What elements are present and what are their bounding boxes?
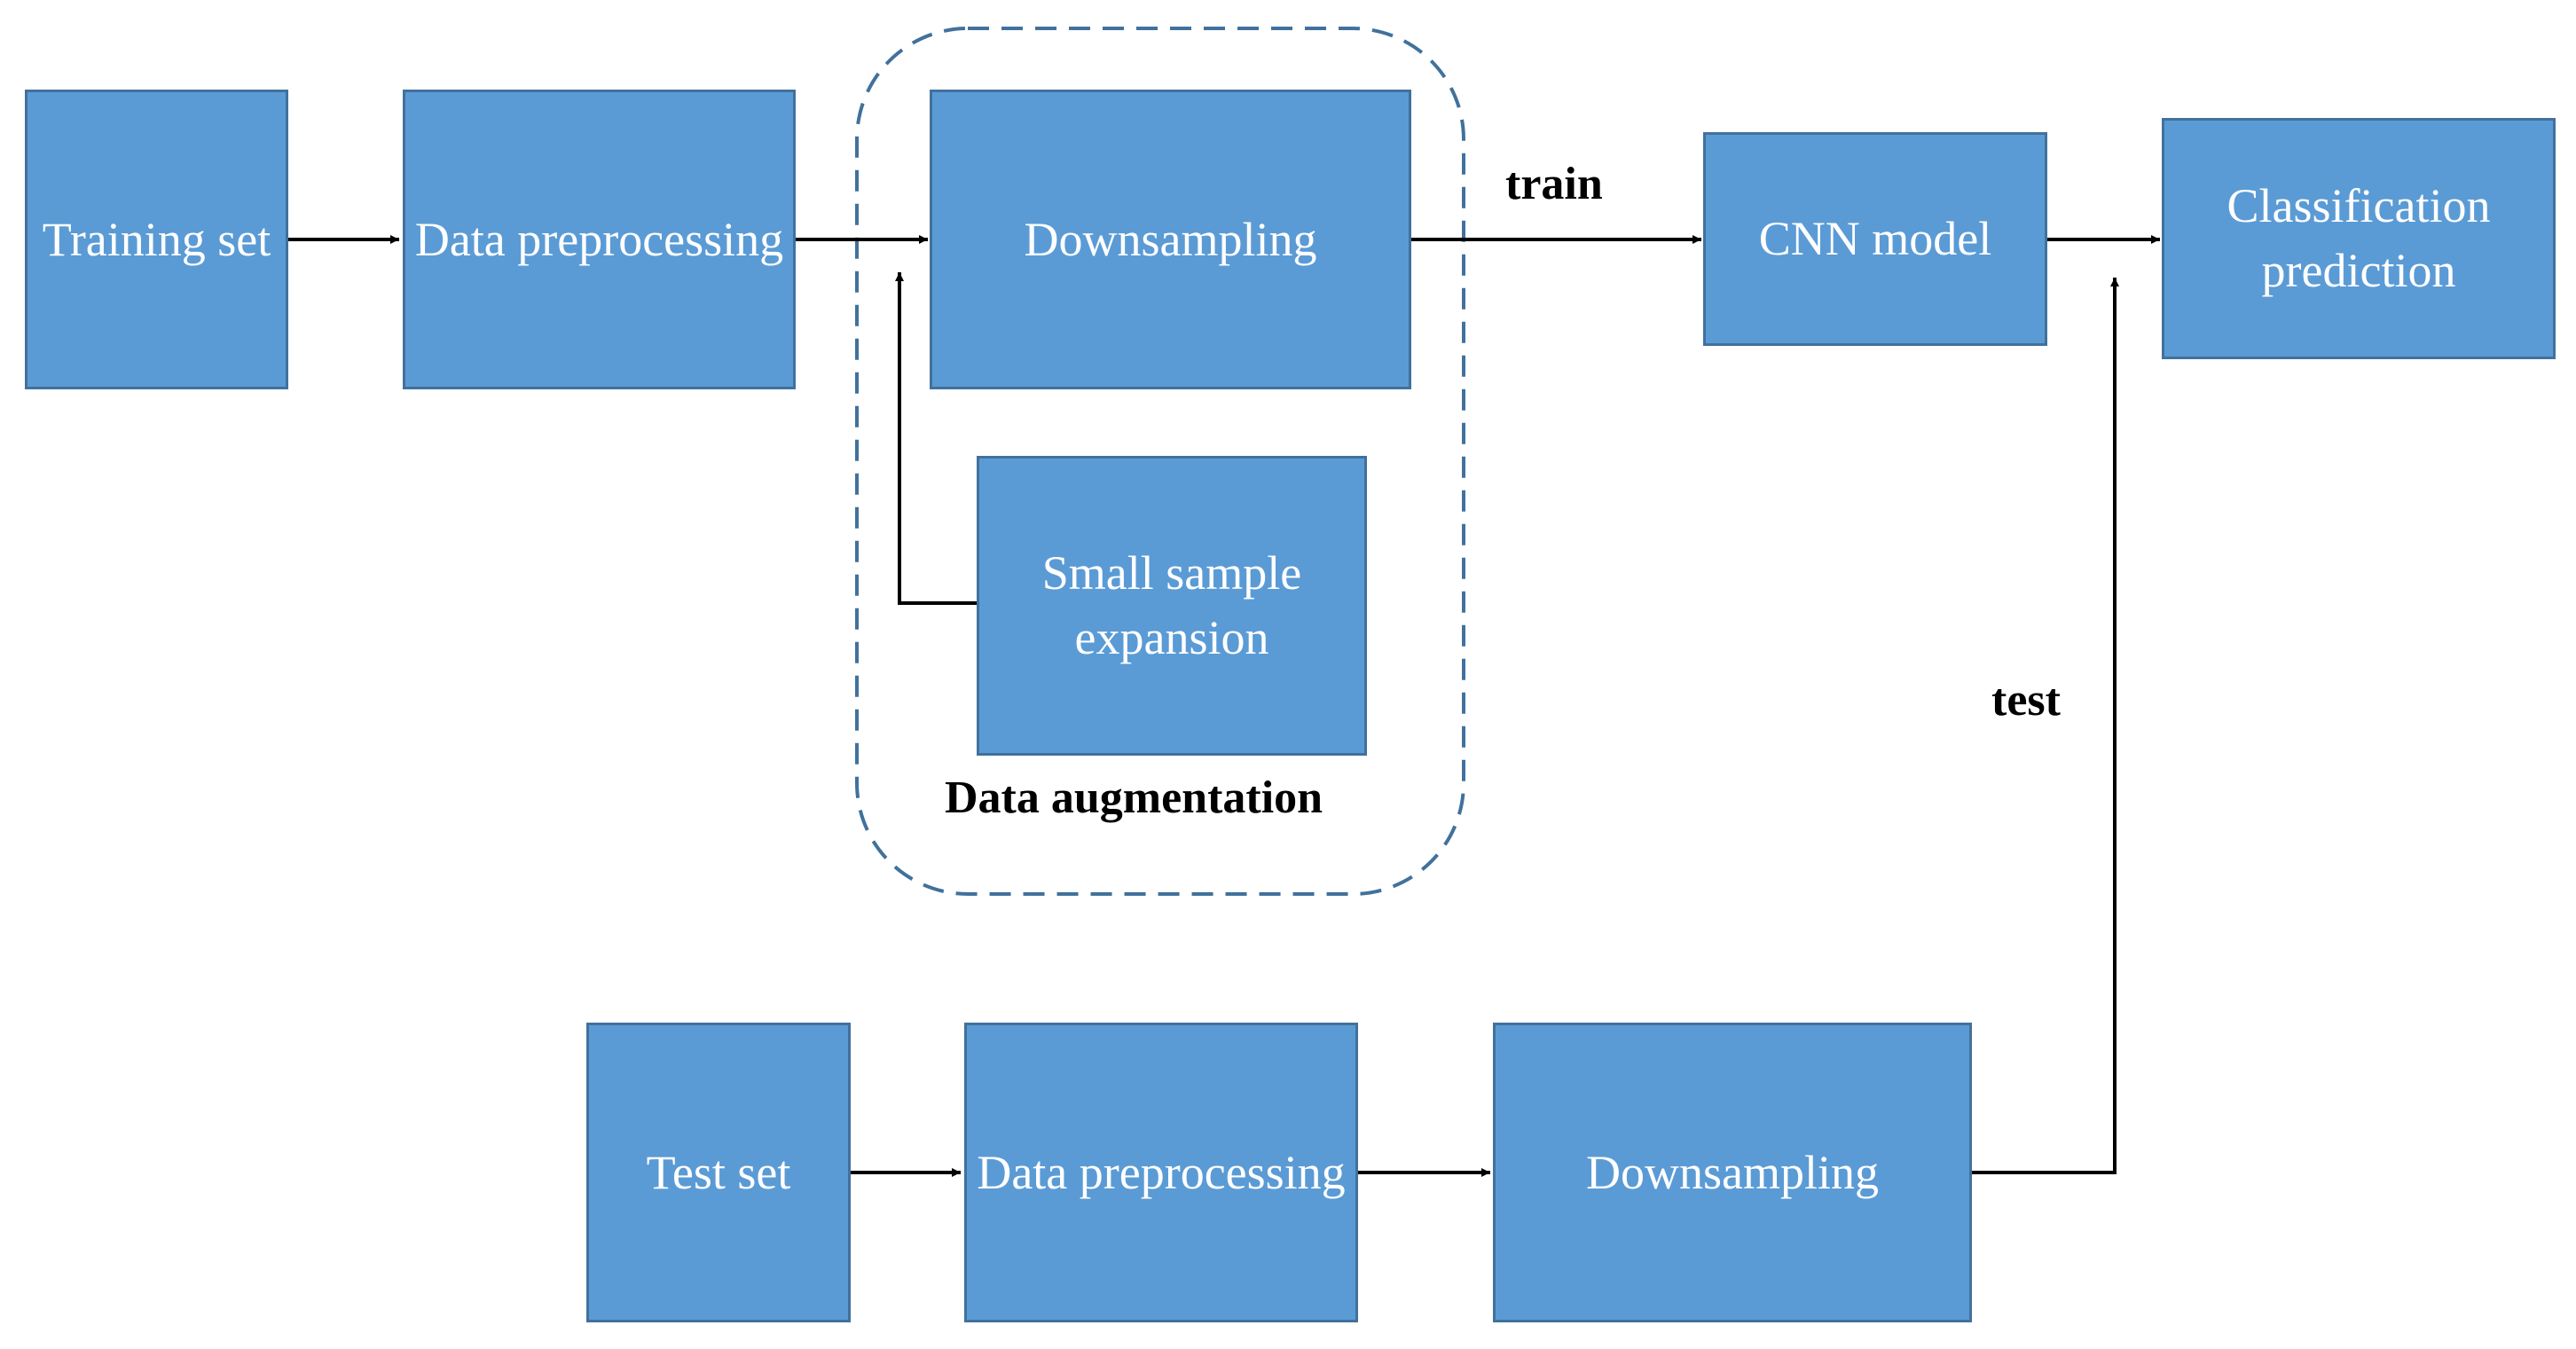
train-edge-label: train	[1505, 159, 1603, 209]
test-data-preprocessing-box: Data preprocessing	[964, 1023, 1358, 1322]
cnn-model-box: CNN model	[1703, 132, 2047, 346]
data-preprocessing-label: Data preprocessing	[414, 212, 784, 266]
test-set-label: Test set	[646, 1145, 791, 1199]
test-downsampling-label: Downsampling	[1586, 1145, 1879, 1199]
small-sample-expansion-label: Small sample expansion	[1041, 546, 1302, 664]
cnn-model-label: CNN model	[1758, 212, 1992, 265]
downsampling-box: Downsampling	[930, 90, 1411, 389]
test-data-preprocessing-label: Data preprocessing	[977, 1145, 1346, 1199]
test-edge-label: test	[1991, 675, 2061, 725]
training-set-box: Training set	[25, 90, 288, 389]
classification-prediction-label: Classification prediction	[2227, 179, 2491, 297]
arrow-test-downsampling-to-classification	[1972, 278, 2119, 1174]
small-sample-expansion-box: Small sample expansion	[977, 456, 1367, 756]
test-set-box: Test set	[586, 1023, 851, 1322]
data-preprocessing-box: Data preprocessing	[403, 90, 796, 389]
downsampling-label: Downsampling	[1024, 212, 1317, 266]
classification-prediction-box: Classification prediction	[2162, 118, 2556, 359]
data-augmentation-label: Data augmentation	[945, 773, 1323, 823]
training-set-label: Training set	[42, 212, 271, 266]
test-downsampling-box: Downsampling	[1493, 1023, 1972, 1322]
data-augmentation-group-frame	[855, 27, 1465, 896]
arrow-expansion-to-downsampling	[895, 272, 977, 605]
